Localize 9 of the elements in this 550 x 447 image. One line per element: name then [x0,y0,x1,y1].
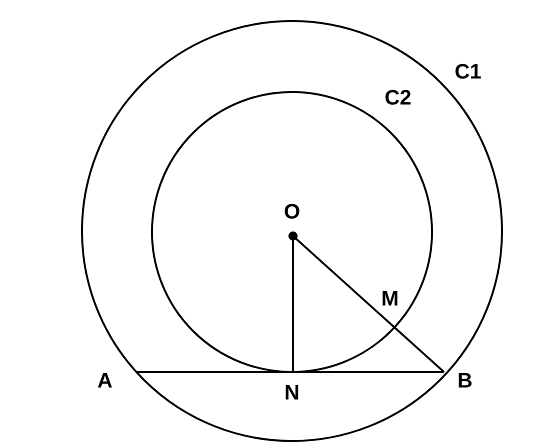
circle-label: C1 [454,62,482,82]
circle-label: C2 [384,88,412,108]
point-label: M [381,288,399,310]
line-segment [136,371,444,373]
point-label: B [457,370,473,392]
point-label: O [284,202,300,222]
line-segment [288,232,445,373]
point-label: A [97,370,113,392]
point-label: N [284,382,300,404]
